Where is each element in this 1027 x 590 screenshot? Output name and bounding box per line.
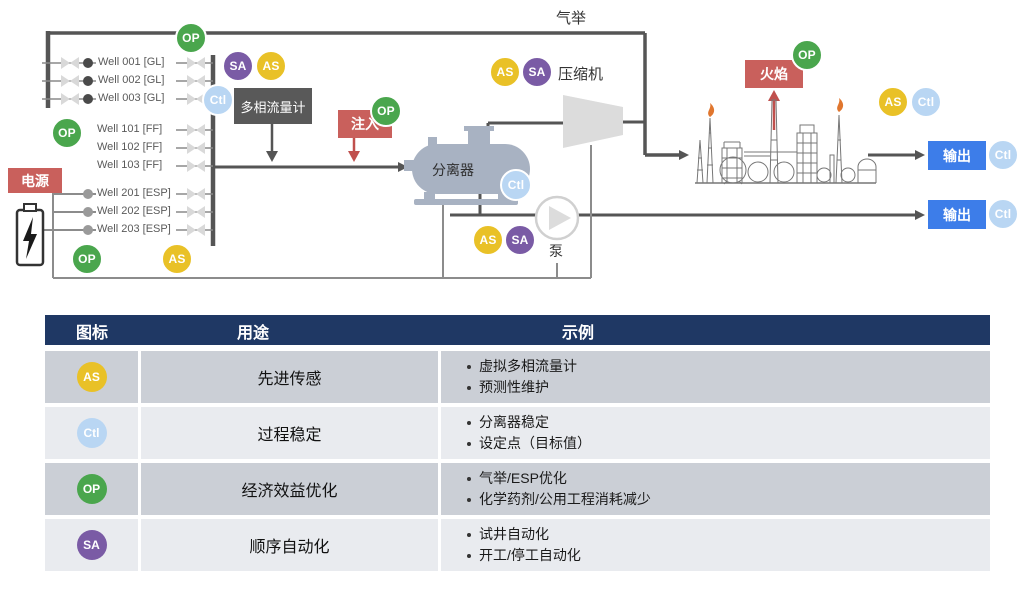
compressor-symbol <box>563 95 623 148</box>
esp-well-rows <box>83 188 213 236</box>
examples-cell: 试井自动化 开工/停工自动化 <box>441 519 990 571</box>
purpose-cell: 过程稳定 <box>141 407 438 459</box>
process-flow-lines <box>15 31 925 279</box>
compressor-label: 压缩机 <box>558 66 604 83</box>
header-example: 示例 <box>561 325 595 342</box>
well-label: Well 102 [FF] <box>97 141 163 153</box>
battery-icon <box>15 203 45 267</box>
table-row: SA 顺序自动化 试井自动化 开工/停工自动化 <box>45 519 990 571</box>
example-item: 试井自动化 <box>463 524 549 545</box>
gas-lift-label: 气举 <box>556 10 587 27</box>
ctl-badge: Ctl <box>76 418 107 448</box>
well-label: Well 103 [FF] <box>97 159 163 171</box>
example-item: 气举/ESP优化 <box>463 468 567 489</box>
output-bottom-box: 输出 <box>928 200 986 229</box>
as-badge: AS <box>472 224 504 256</box>
well-label: Well 201 [ESP] <box>97 187 171 199</box>
op-badge: OP <box>175 22 207 54</box>
well-label: Well 202 [ESP] <box>97 205 171 217</box>
ctl-badge: Ctl <box>202 84 234 116</box>
ctl-badge: Ctl <box>500 169 532 201</box>
well-label: Well 001 [GL] <box>98 56 165 68</box>
table-row: OP 经济效益优化 气举/ESP优化 化学药剂/公用工程消耗减少 <box>45 463 990 515</box>
purpose-cell: 经济效益优化 <box>141 463 438 515</box>
flow-meter-tag: 多相流量计 <box>234 88 312 124</box>
gl-well-rows <box>42 57 213 105</box>
well-label: Well 203 [ESP] <box>97 223 171 235</box>
op-badge: OP <box>71 243 103 275</box>
as-badge: AS <box>489 56 521 88</box>
examples-cell: 虚拟多相流量计 预测性维护 <box>441 351 990 403</box>
ff-well-rows <box>176 124 213 172</box>
sa-badge: SA <box>76 530 107 560</box>
example-item: 设定点（目标值） <box>463 433 591 454</box>
table-row: AS 先进传感 虚拟多相流量计 预测性维护 <box>45 351 990 403</box>
table-row: Ctl 过程稳定 分离器稳定 设定点（目标值） <box>45 407 990 459</box>
sa-badge: SA <box>521 56 553 88</box>
sa-badge: SA <box>222 50 254 82</box>
flame-icon <box>837 98 844 112</box>
ctl-badge: Ctl <box>987 198 1019 230</box>
power-tag: 电源 <box>8 168 62 193</box>
as-badge: AS <box>877 86 909 118</box>
op-badge: OP <box>51 117 83 149</box>
header-icon: 图标 <box>75 325 109 342</box>
legend-table-header: 图标 用途 示例 <box>45 315 990 345</box>
example-item: 预测性维护 <box>463 377 549 398</box>
example-item: 开工/停工自动化 <box>463 545 581 566</box>
as-badge: AS <box>255 50 287 82</box>
well-label: Well 003 [GL] <box>98 92 165 104</box>
sa-badge: SA <box>504 224 536 256</box>
well-label: Well 101 [FF] <box>97 123 163 135</box>
purpose-cell: 顺序自动化 <box>141 519 438 571</box>
refinery-illustration <box>695 98 877 185</box>
as-badge: AS <box>161 243 193 275</box>
purpose-cell: 先进传感 <box>141 351 438 403</box>
ctl-badge: Ctl <box>987 139 1019 171</box>
op-badge: OP <box>76 474 107 504</box>
ctl-badge: Ctl <box>910 86 942 118</box>
pump-label: 泵 <box>549 243 563 259</box>
output-top-box: 输出 <box>928 141 986 170</box>
example-item: 化学药剂/公用工程消耗减少 <box>463 489 651 510</box>
flame-icon <box>708 103 715 117</box>
separator-label: 分离器 <box>432 162 474 178</box>
example-item: 分离器稳定 <box>463 412 549 433</box>
well-label: Well 002 [GL] <box>98 74 165 86</box>
op-badge: OP <box>791 39 823 71</box>
example-item: 虚拟多相流量计 <box>463 356 577 377</box>
header-purpose: 用途 <box>236 325 270 342</box>
examples-cell: 气举/ESP优化 化学药剂/公用工程消耗减少 <box>441 463 990 515</box>
legend-table: 图标 用途 示例 AS 先进传感 虚拟多相流量计 预测性维护 Ctl 过程稳定 … <box>45 315 990 575</box>
as-badge: AS <box>76 362 107 392</box>
examples-cell: 分离器稳定 设定点（目标值） <box>441 407 990 459</box>
pump-symbol <box>534 195 580 241</box>
op-badge: OP <box>370 95 402 127</box>
